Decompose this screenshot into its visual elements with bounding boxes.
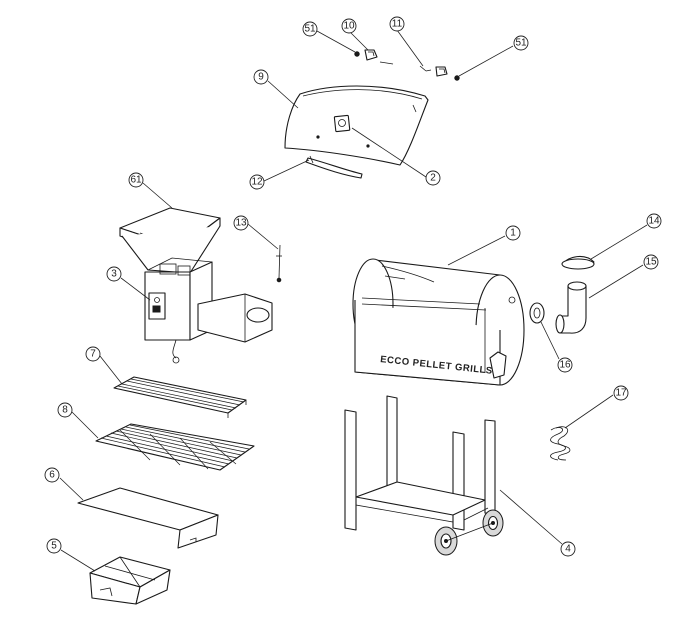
callout-15-label: 15 (645, 257, 657, 268)
screw-left (354, 51, 360, 57)
callout-14: 14 (646, 213, 662, 229)
callout-5-label: 5 (51, 541, 57, 552)
callout-51-right-label: 51 (515, 38, 527, 49)
callout-9: 9 (253, 69, 269, 85)
callout-51-left: 51 (302, 21, 318, 37)
callout-51-right: 51 (513, 35, 529, 51)
callout-7: 7 (85, 346, 101, 362)
callout-51-left-label: 51 (304, 24, 316, 35)
callout-1-label: 1 (510, 228, 516, 239)
callout-8: 8 (57, 402, 73, 418)
callout-17: 17 (613, 385, 629, 401)
callout-13: 13 (233, 215, 249, 231)
callout-12-label: 12 (251, 177, 263, 188)
handle-bracket-right (435, 66, 448, 77)
callout-3: 3 (106, 266, 122, 282)
callout-6-label: 6 (49, 470, 55, 481)
callout-1: 1 (505, 225, 521, 241)
callout-16-label: 16 (559, 360, 571, 371)
callout-10-label: 10 (343, 21, 355, 32)
callout-13-label: 13 (235, 218, 247, 229)
callout-6: 6 (44, 467, 60, 483)
screw-right (454, 75, 460, 81)
callout-15: 15 (643, 254, 659, 270)
hopper-auger-assembly (121, 225, 273, 364)
callout-8-label: 8 (62, 405, 68, 416)
temperature-probe (276, 244, 282, 283)
callout-4: 4 (560, 541, 576, 557)
handle-pin (419, 65, 432, 72)
callout-61: 61 (128, 172, 144, 188)
grill-cart (344, 395, 504, 556)
callout-2-label: 2 (430, 173, 436, 184)
callout-17-label: 17 (615, 388, 627, 399)
lid-handle-bar (305, 155, 363, 179)
grill-lid (284, 85, 429, 166)
chimney-pipe (555, 281, 587, 334)
spring-handle (550, 426, 571, 461)
callout-16: 16 (557, 357, 573, 373)
handle-bracket-left (364, 49, 394, 65)
callout-4-label: 4 (565, 544, 571, 555)
leader-lines (59, 29, 648, 572)
callout-10: 10 (341, 18, 357, 34)
callout-11-label: 11 (392, 19, 403, 30)
grill-barrel: ECCO PELLET GRILLS (352, 258, 525, 386)
callout-61-label: 61 (130, 175, 142, 186)
heat-baffle (89, 556, 171, 605)
chimney-gasket (529, 302, 545, 324)
warming-rack (113, 376, 247, 418)
callout-7-label: 7 (90, 349, 96, 360)
drip-pan (77, 487, 219, 549)
chimney-cap (561, 256, 595, 270)
callout-12: 12 (249, 174, 265, 190)
callout-3-label: 3 (111, 269, 117, 280)
callout-2: 2 (425, 170, 441, 186)
callout-11: 11 (389, 16, 405, 32)
cooking-grate (95, 423, 255, 471)
callout-14-label: 14 (648, 216, 660, 227)
callout-5: 5 (46, 538, 62, 554)
callout-9-label: 9 (258, 72, 264, 83)
